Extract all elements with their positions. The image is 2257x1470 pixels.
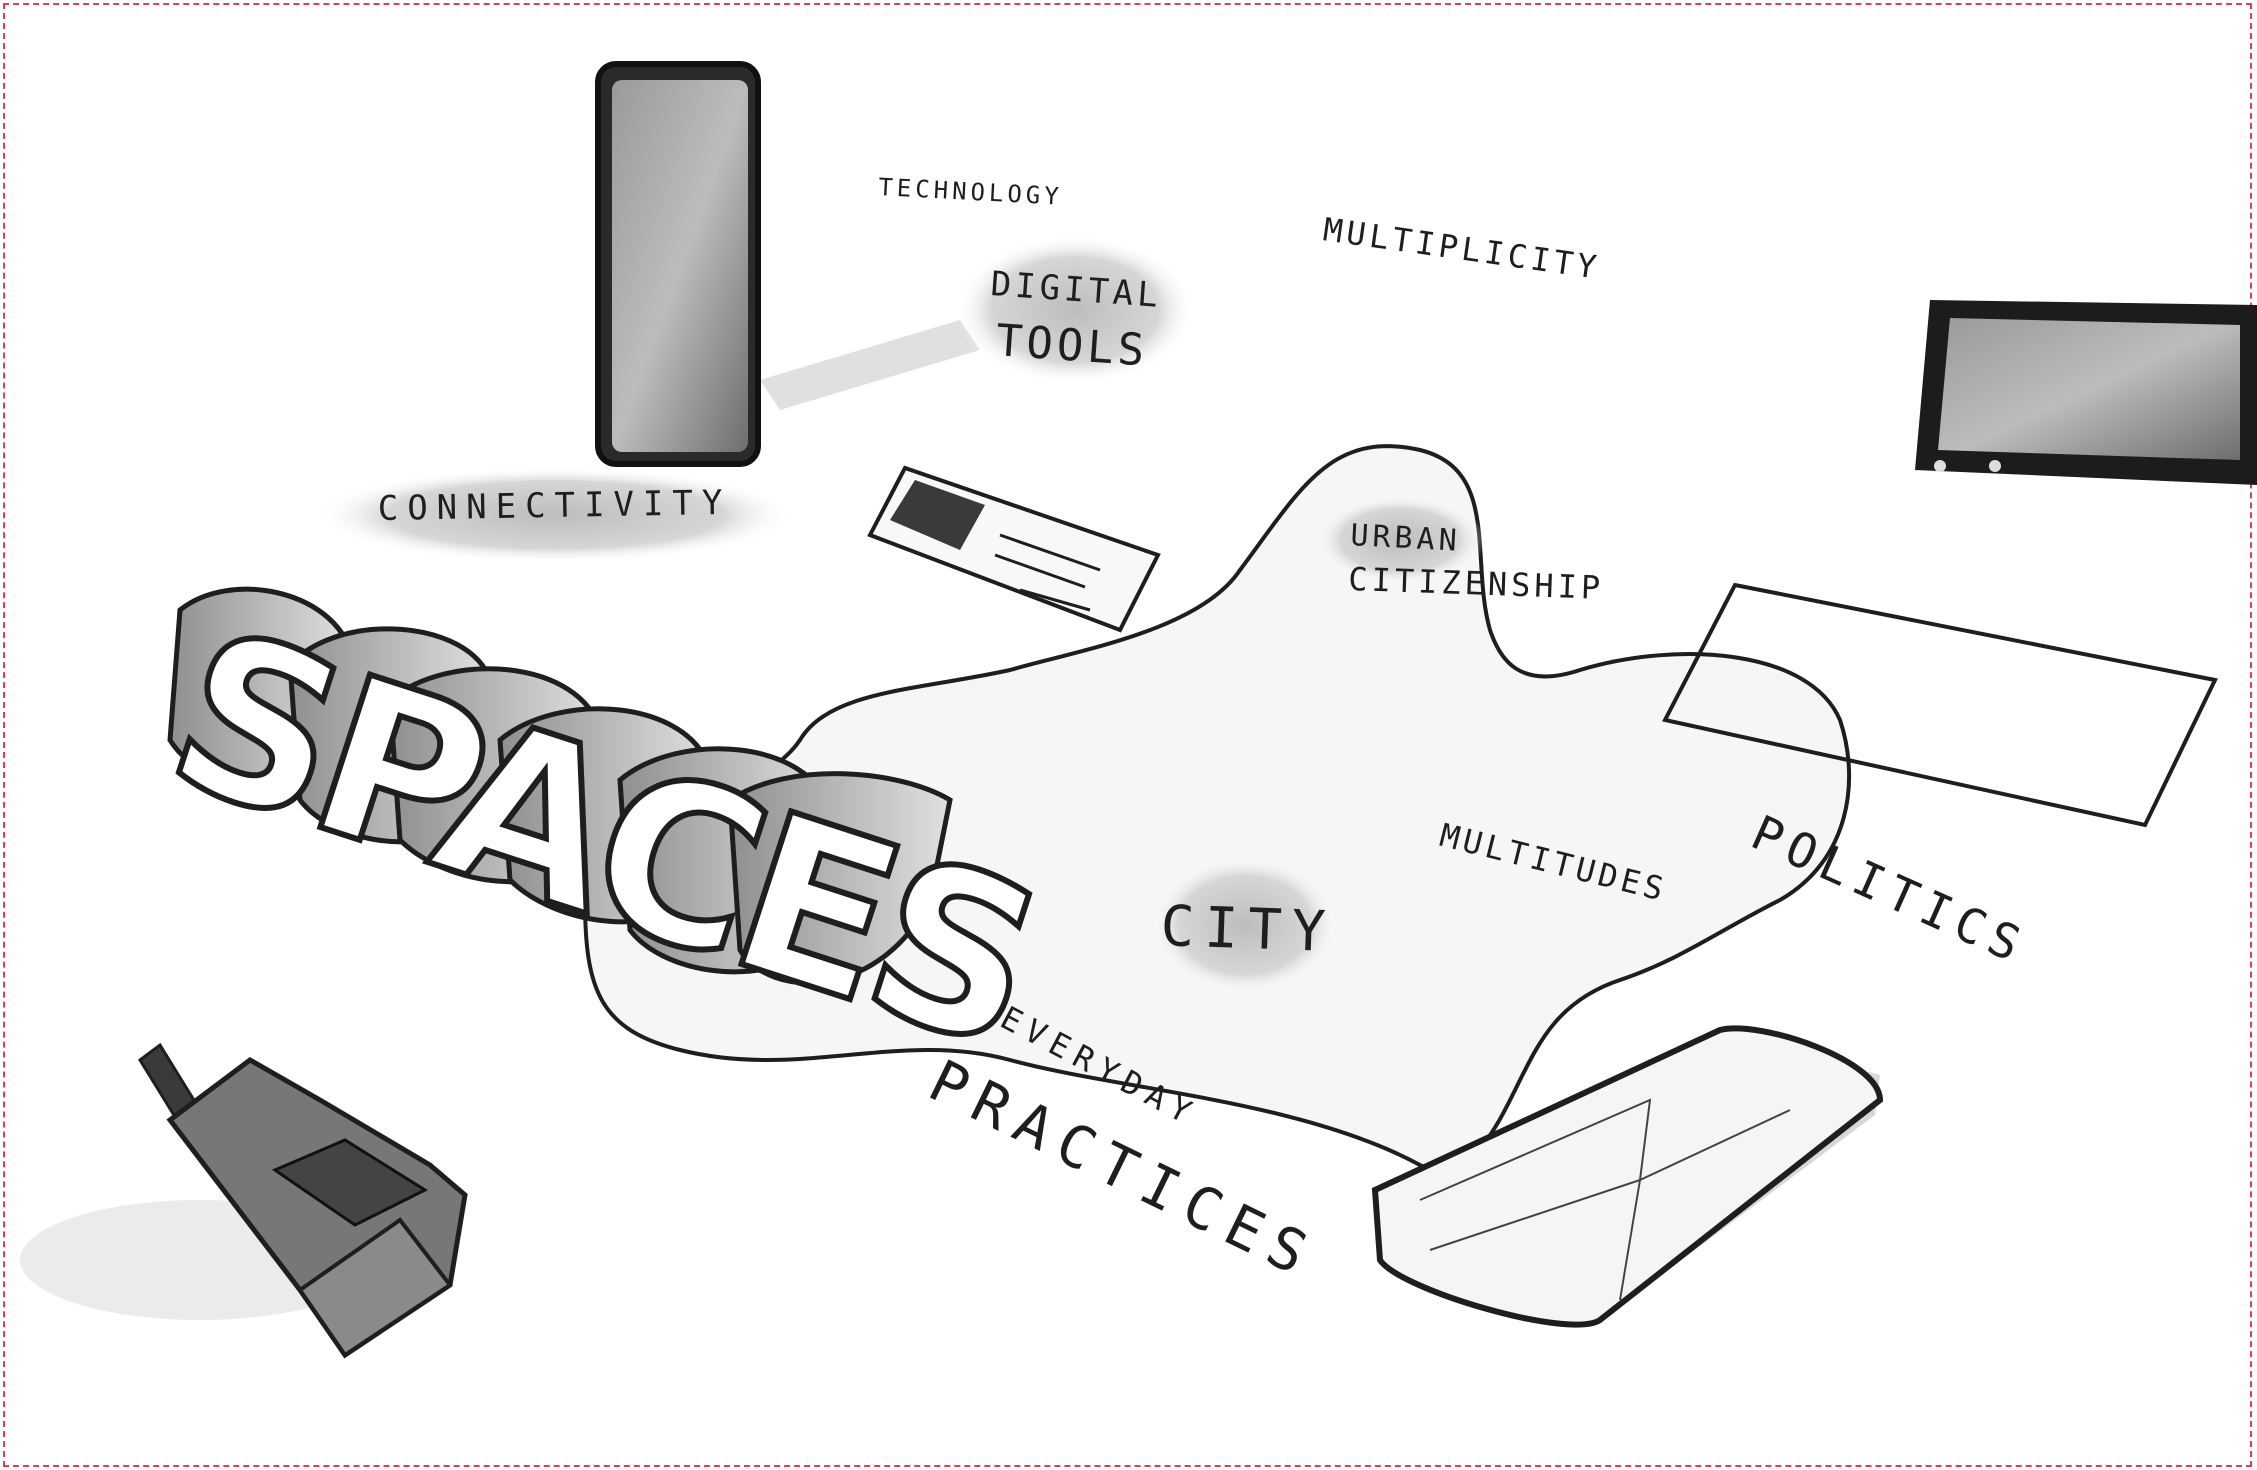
shadow-tall-phone	[760, 320, 980, 410]
smartphone-tall-icon	[598, 64, 758, 464]
tablet-icon	[1915, 300, 2257, 485]
label-city: CITY	[1160, 894, 1337, 965]
label-multiplicity: MULTIPLICITY	[1321, 210, 1603, 286]
spaces-text: SPACES	[144, 581, 1060, 1096]
id-card-icon	[870, 468, 1158, 630]
label-connectivity: CONNECTIVITY	[377, 483, 731, 529]
spaces-3d-letters: SPACES	[144, 581, 1060, 1096]
label-urban: URBAN	[1350, 518, 1462, 559]
label-technology: TECHNOLOGY	[878, 173, 1064, 211]
label-tools: TOOLS	[994, 315, 1150, 377]
